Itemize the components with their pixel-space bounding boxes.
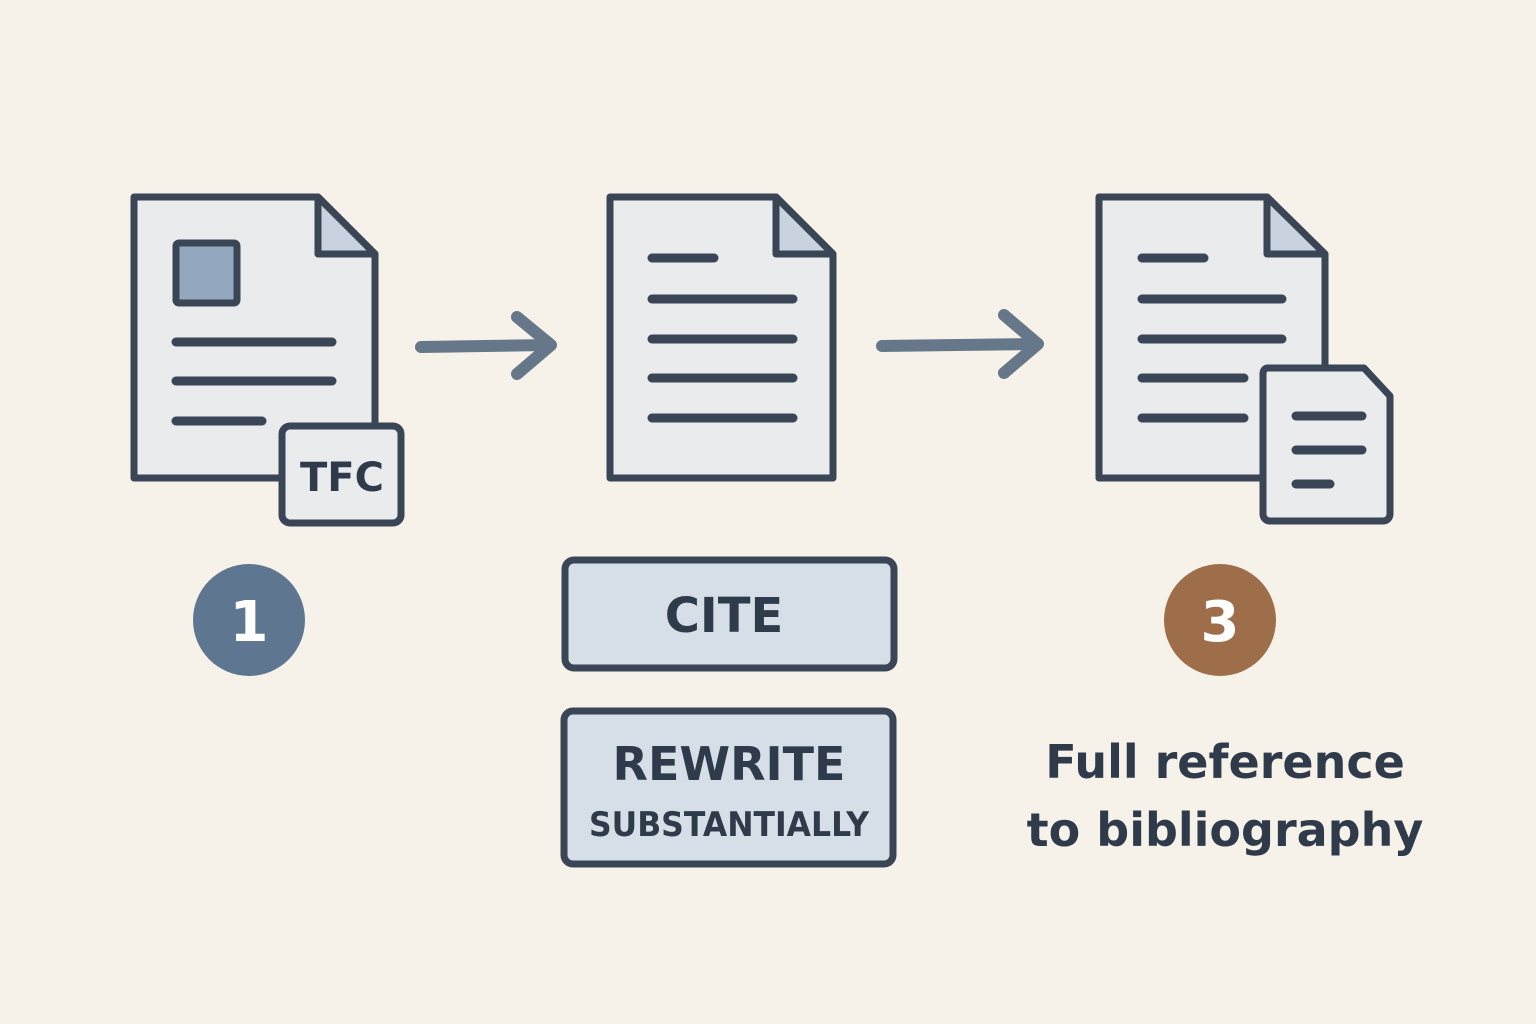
rewritten-document-icon: [606, 193, 837, 482]
arrow-right-icon: [876, 309, 1044, 379]
bibliography-document-icon: [1259, 364, 1394, 525]
step-3-badge: 3: [1164, 564, 1276, 676]
rewrite-label-box: REWRITE SUBSTANTIALLY: [560, 707, 897, 868]
source-document-icon: [130, 193, 379, 482]
rewrite-sublabel: SUBSTANTIALLY: [589, 805, 869, 845]
caption-line-2: to bibliography: [1026, 803, 1424, 857]
arrow-right-icon: [415, 311, 557, 380]
step-1-badge-number: 1: [230, 590, 269, 655]
image-placeholder-icon: [172, 239, 241, 307]
step-1-badge: 1: [193, 564, 305, 676]
cite-label: CITE: [665, 588, 784, 644]
caption-line-1: Full reference: [1045, 735, 1405, 789]
tfc-tag: TFC: [278, 422, 405, 527]
rewrite-label: REWRITE: [613, 737, 846, 791]
step-3-badge-number: 3: [1201, 590, 1240, 655]
bibliography-caption: Full reference to bibliography: [1010, 728, 1440, 864]
tfc-tag-label: TFC: [300, 455, 384, 501]
cite-label-box: CITE: [561, 556, 898, 672]
